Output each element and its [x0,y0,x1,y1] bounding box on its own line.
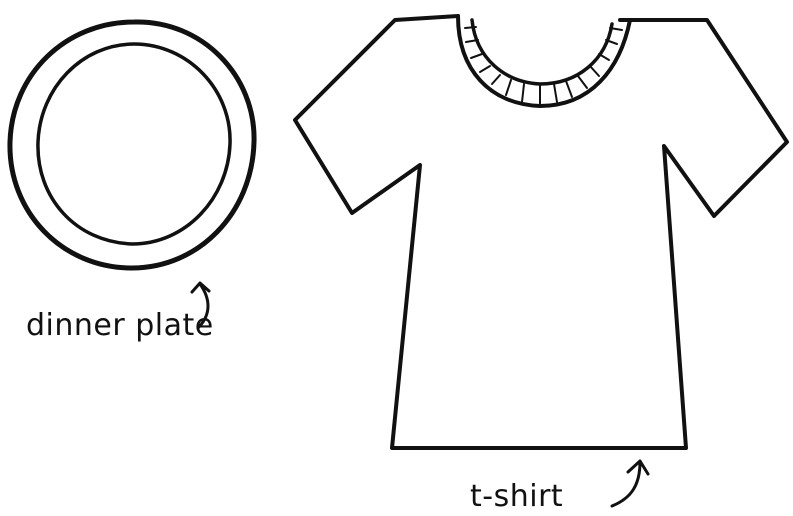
t-shirt-drawing [295,16,787,448]
plate-outer-rim [10,22,254,268]
dinner-plate-drawing [10,22,254,268]
t-shirt-collar-inner [472,20,612,84]
t-shirt-arrow-icon [612,461,648,506]
t-shirt-label: t-shirt [470,479,563,514]
t-shirt-outline [295,16,787,448]
t-shirt-collar-outer [458,16,630,106]
plate-inner-circle [38,44,230,244]
dinner-plate-label: dinner plate [26,308,214,343]
t-shirt-collar-ribbing [465,27,622,104]
